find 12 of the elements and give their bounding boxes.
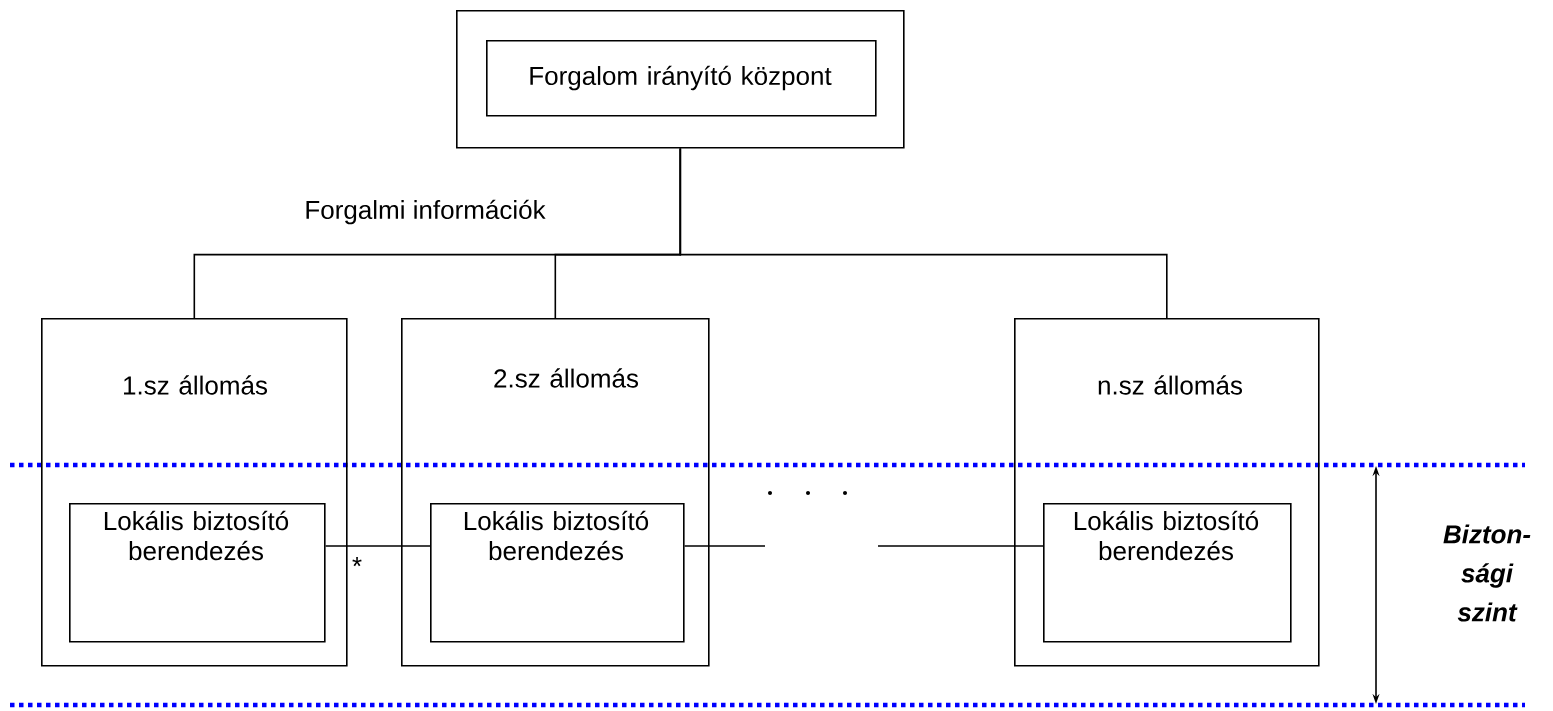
connector-line	[679, 147, 1168, 319]
connector-line	[324, 545, 431, 547]
edge-label: *	[352, 557, 362, 567]
text-label: Forgalmi információk	[306, 199, 546, 225]
control-center-box: Forgalom irányító központ	[486, 40, 877, 117]
interlocking-box: Lokális biztosító berendezés	[1043, 503, 1292, 643]
text-label: Bizton- sági szint	[1443, 524, 1531, 622]
interlocking-box: Lokális biztosító berendezés	[430, 503, 685, 643]
control-center-box	[456, 10, 905, 149]
connector-line	[683, 545, 766, 547]
interlocking-box: Lokális biztosító berendezés	[69, 503, 326, 643]
connector-line	[877, 545, 1044, 547]
